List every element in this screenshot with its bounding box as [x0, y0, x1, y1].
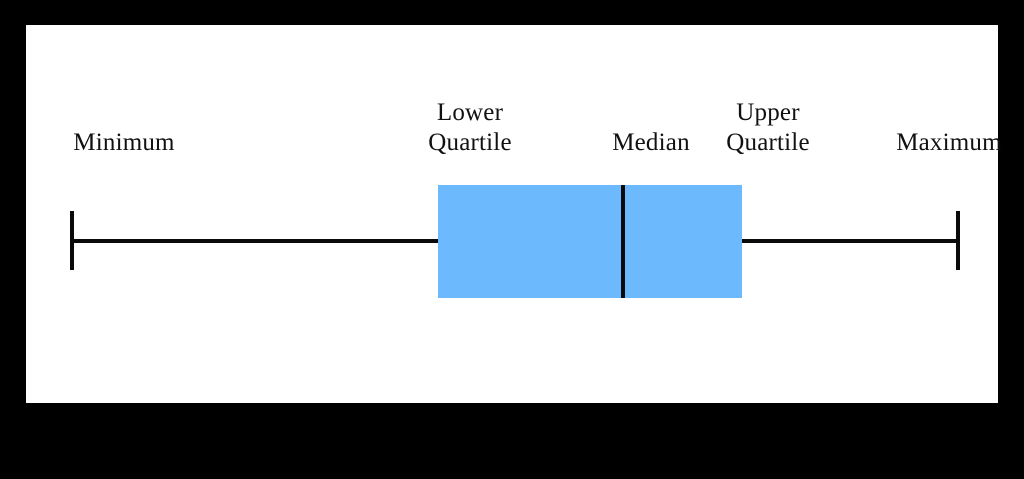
interquartile-range-box [438, 185, 742, 298]
label-lower-quartile-line2: Quartile [428, 129, 512, 156]
label-upper-quartile-line1: Upper [736, 99, 800, 126]
label-minimum: Minimum [73, 128, 174, 158]
label-median-text: Median [612, 129, 690, 156]
label-lower-quartile: Lower Quartile [428, 98, 512, 158]
label-lower-quartile-line1: Lower [436, 99, 504, 126]
label-maximum: Maximum [896, 128, 1002, 158]
label-median: Median [612, 128, 690, 158]
label-maximum-text: Maximum [896, 129, 1002, 156]
box-plot-graphic [26, 25, 998, 403]
label-minimum-text: Minimum [73, 129, 175, 156]
label-upper-quartile: Upper Quartile [726, 98, 810, 158]
whisker-right [742, 239, 959, 243]
plot-canvas: Minimum Lower Quartile Median Upper Quar… [26, 25, 1002, 403]
median-line [621, 185, 625, 298]
whisker-cap-minimum [70, 211, 74, 270]
whisker-left [70, 239, 440, 243]
label-upper-quartile-line2: Quartile [726, 129, 810, 156]
whisker-cap-maximum [956, 211, 960, 270]
